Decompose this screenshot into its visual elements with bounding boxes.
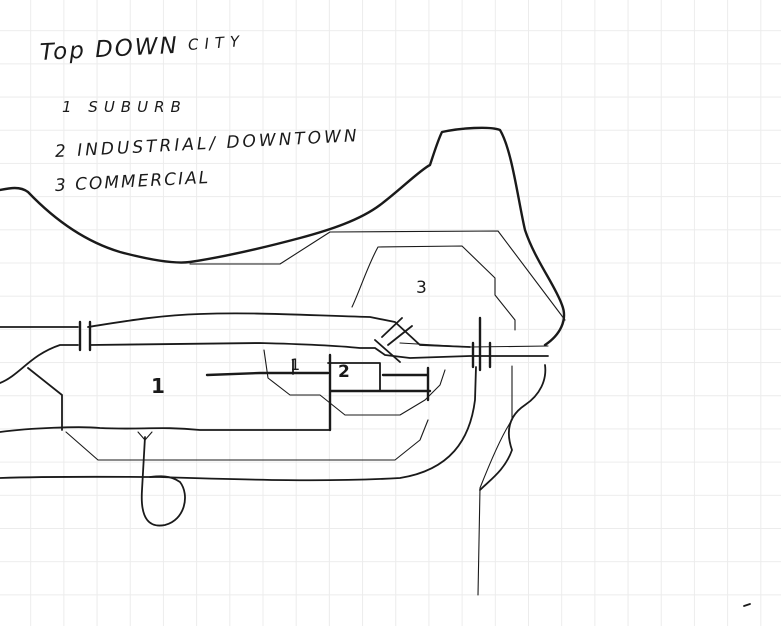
zone-label-suburb-small: 1: [290, 355, 301, 374]
industrial-block-2: [327, 362, 381, 391]
highway-north: [0, 312, 471, 348]
zone-label-suburb: 1: [151, 374, 165, 398]
coastline: [0, 126, 566, 347]
commercial-zone-outline: [351, 245, 516, 331]
bridge-west: [78, 320, 92, 352]
suburb-road-south: [0, 426, 331, 433]
east-coast-lower: [479, 364, 547, 491]
legend-item-suburb: 1 SUBURB: [62, 98, 187, 116]
outer-ring-road: [0, 366, 477, 482]
industrial-side-road: [263, 349, 446, 416]
interchange: [374, 317, 413, 363]
east-road: [477, 365, 513, 596]
stray-mark: [743, 603, 751, 607]
loop-road: [140, 436, 186, 527]
highway-main: [0, 342, 549, 384]
loop-junction: [137, 431, 153, 441]
suburb-road-west: [27, 367, 63, 431]
zone-label-commercial: 3: [416, 278, 427, 298]
suburb-diagonal: [65, 419, 429, 461]
industrial-road: [205, 353, 432, 432]
coast-inner-line: [189, 230, 566, 321]
bridge-east: [471, 316, 492, 372]
zone-label-industrial: 2: [338, 362, 350, 382]
highway-east: [399, 342, 549, 348]
